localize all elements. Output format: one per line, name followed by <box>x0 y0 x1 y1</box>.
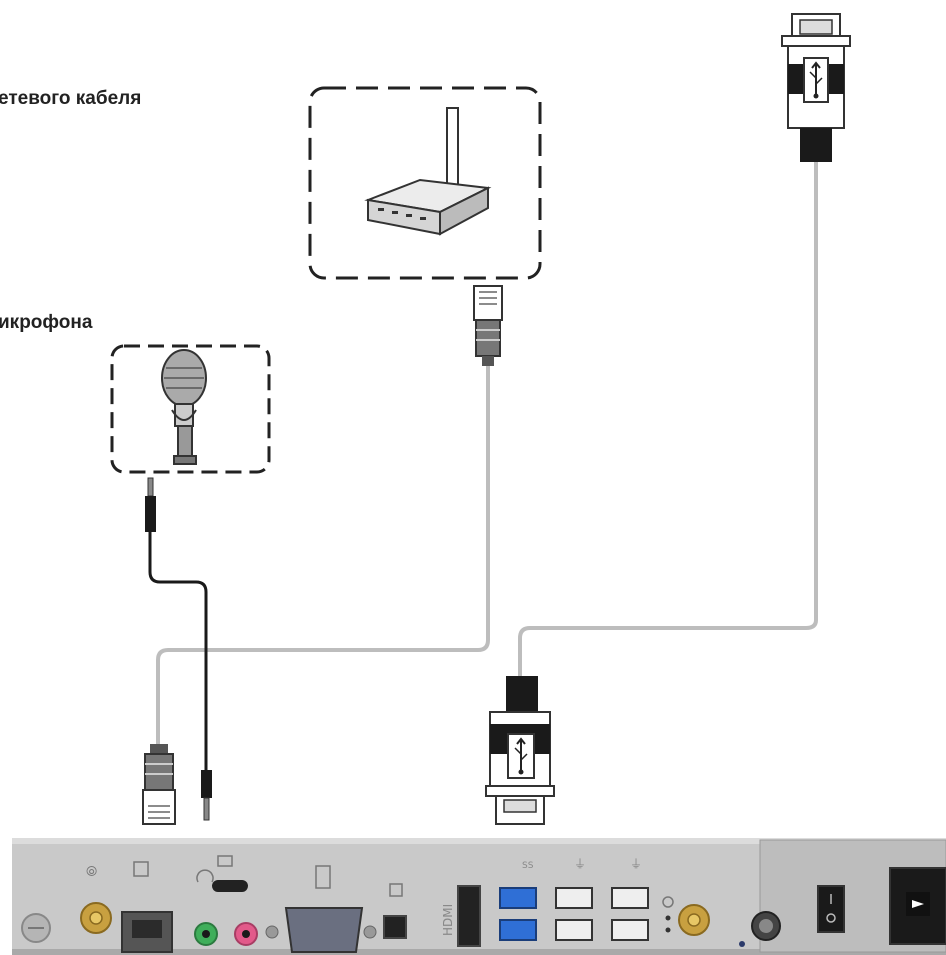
microphone-icon <box>162 350 206 464</box>
vga-port <box>286 908 362 952</box>
svg-text:⏚: ⏚ <box>630 857 642 871</box>
rj45-plug-bottom <box>143 744 175 824</box>
usb-port-4 <box>612 920 648 940</box>
power-switch <box>818 886 844 932</box>
svg-text:⏚: ⏚ <box>574 857 586 871</box>
microphone-group <box>112 346 269 472</box>
hdmi-port <box>458 886 480 946</box>
router-icon <box>368 108 488 234</box>
device-back-panel: ⦾ HDMI SS ⏚ ⏚ <box>12 838 946 955</box>
mini-displayport <box>384 916 406 938</box>
audio-jack-top <box>145 478 156 532</box>
usb-port-2 <box>556 920 592 940</box>
router-group <box>310 88 540 278</box>
usb3-label: SS <box>522 861 534 871</box>
usb-cable <box>520 162 816 676</box>
rj45-plug-top <box>474 286 502 366</box>
usb-port-3 <box>612 888 648 908</box>
usb-port-1 <box>556 888 592 908</box>
usb-dongle-top <box>782 14 850 162</box>
svg-text:⦾: ⦾ <box>86 864 97 880</box>
usb-dongle-bottom <box>486 676 554 824</box>
usb3-port-upper <box>500 888 536 908</box>
hdmi-label: HDMI <box>441 904 455 936</box>
usb3-port-lower <box>500 920 536 940</box>
audio-jack-bottom <box>201 770 212 820</box>
